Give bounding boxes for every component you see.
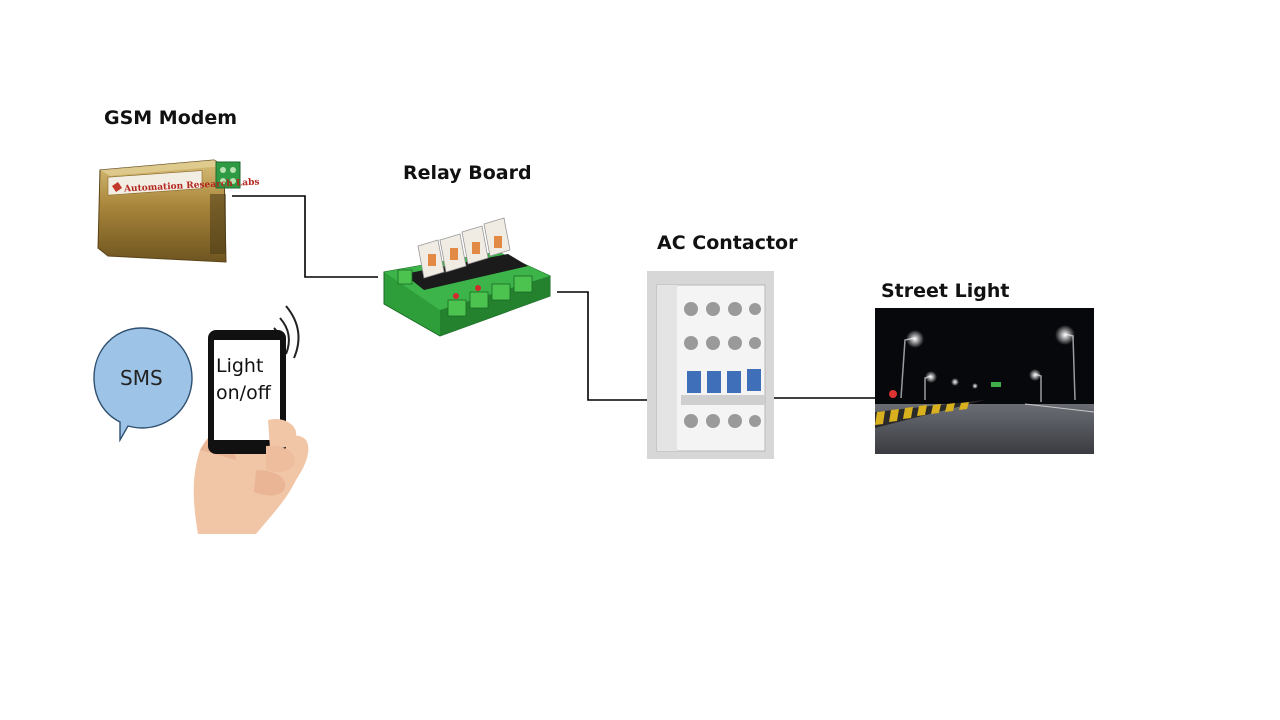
relay-board-image xyxy=(378,206,556,346)
ac-contactor-label: AC Contactor xyxy=(657,232,798,254)
sms-bubble: SMS xyxy=(92,326,196,442)
street-light-label: Street Light xyxy=(881,280,1010,302)
street-light-image xyxy=(875,308,1094,454)
gsm-modem-image: Automation Research Labs xyxy=(96,156,260,272)
hand-phone-image: Light on/off xyxy=(186,300,320,536)
wire-relay-to-contactor xyxy=(557,291,648,401)
relay-board-label: Relay Board xyxy=(403,162,532,184)
barrier-stripes xyxy=(875,402,969,425)
gsm-modem-label: GSM Modem xyxy=(104,107,238,129)
phone-text-line1: Light xyxy=(216,355,264,377)
sms-text: SMS xyxy=(120,366,163,390)
phone-text-line2: on/off xyxy=(216,382,271,404)
wire-modem-to-relay xyxy=(232,195,378,278)
ac-contactor-image xyxy=(647,271,774,459)
